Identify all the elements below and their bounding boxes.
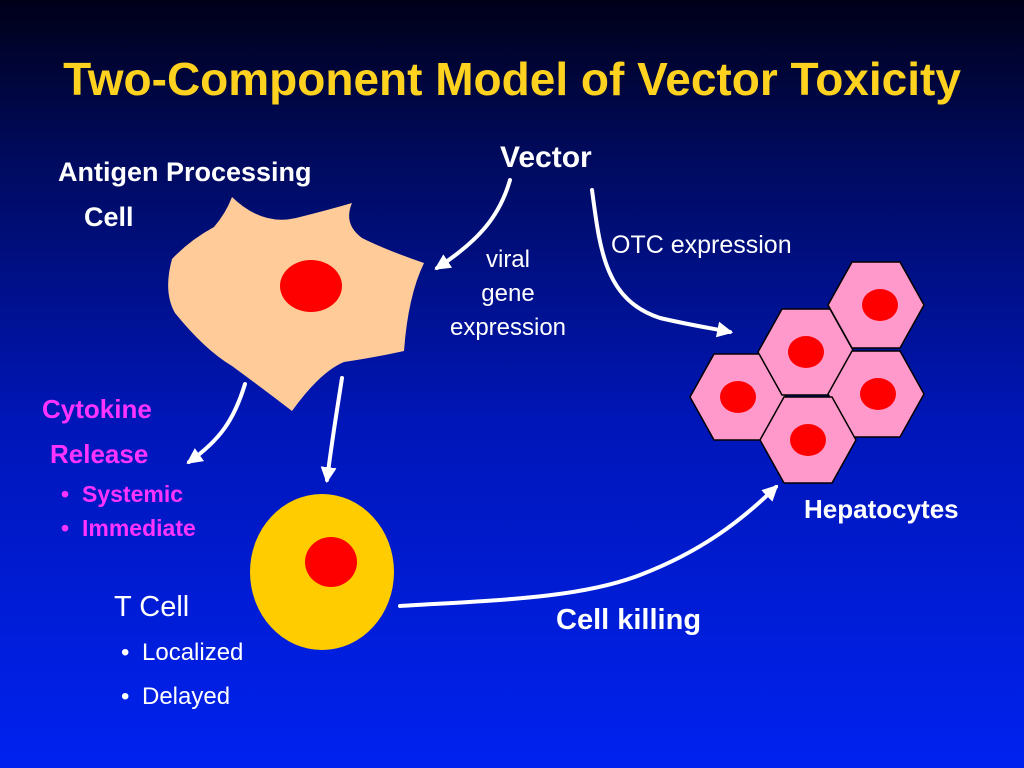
viral-gene-expression-line2: gene xyxy=(481,280,535,307)
arrow-apc-to-t-cell xyxy=(320,376,344,484)
arrow-apc-to-cytokine xyxy=(186,382,247,464)
t-cell-bullet-localized: Localized xyxy=(116,631,243,675)
hepatocyte-top-right xyxy=(827,261,925,349)
page-title: Two-Component Model of Vector Toxicity xyxy=(63,53,961,105)
cytokine-bullet-immediate: Immediate xyxy=(56,511,196,545)
cytokine-label-line1: Cytokine xyxy=(42,394,152,424)
apc-label-line2: Cell xyxy=(84,202,134,232)
t-cell-label: T Cell xyxy=(114,591,190,623)
viral-gene-expression-label: viral gene expression xyxy=(438,243,578,345)
cytokine-label-line2: Release xyxy=(50,439,149,469)
cytokine-bullet-systemic: Systemic xyxy=(56,477,196,511)
t-cell-nucleus xyxy=(305,537,357,587)
viral-gene-expression-line1: viral xyxy=(485,246,530,273)
antigen-cell-nucleus xyxy=(280,260,342,312)
t-cell-bullet-delayed: Delayed xyxy=(116,675,243,719)
arrow-vector-to-apc xyxy=(434,178,512,270)
t-cell-bullet-list: Localized Delayed xyxy=(116,631,243,719)
arrow-t-cell-to-hepatocytes xyxy=(398,484,779,608)
apc-label-line1: Antigen Processing xyxy=(58,157,312,187)
hepatocyte-cluster xyxy=(689,261,925,484)
cytokine-bullet-list: Systemic Immediate xyxy=(56,477,196,545)
cell-killing-label: Cell killing xyxy=(556,604,702,636)
hepatocyte-middle-right xyxy=(827,350,925,438)
hepatocyte-bottom-middle xyxy=(759,396,857,484)
hepatocytes-label: Hepatocytes xyxy=(804,494,959,524)
viral-gene-expression-line3: expression xyxy=(449,314,567,341)
arrow-vector-to-hepatocytes xyxy=(590,188,734,338)
otc-expression-label: OTC expression xyxy=(611,231,792,259)
vector-label: Vector xyxy=(500,141,592,174)
